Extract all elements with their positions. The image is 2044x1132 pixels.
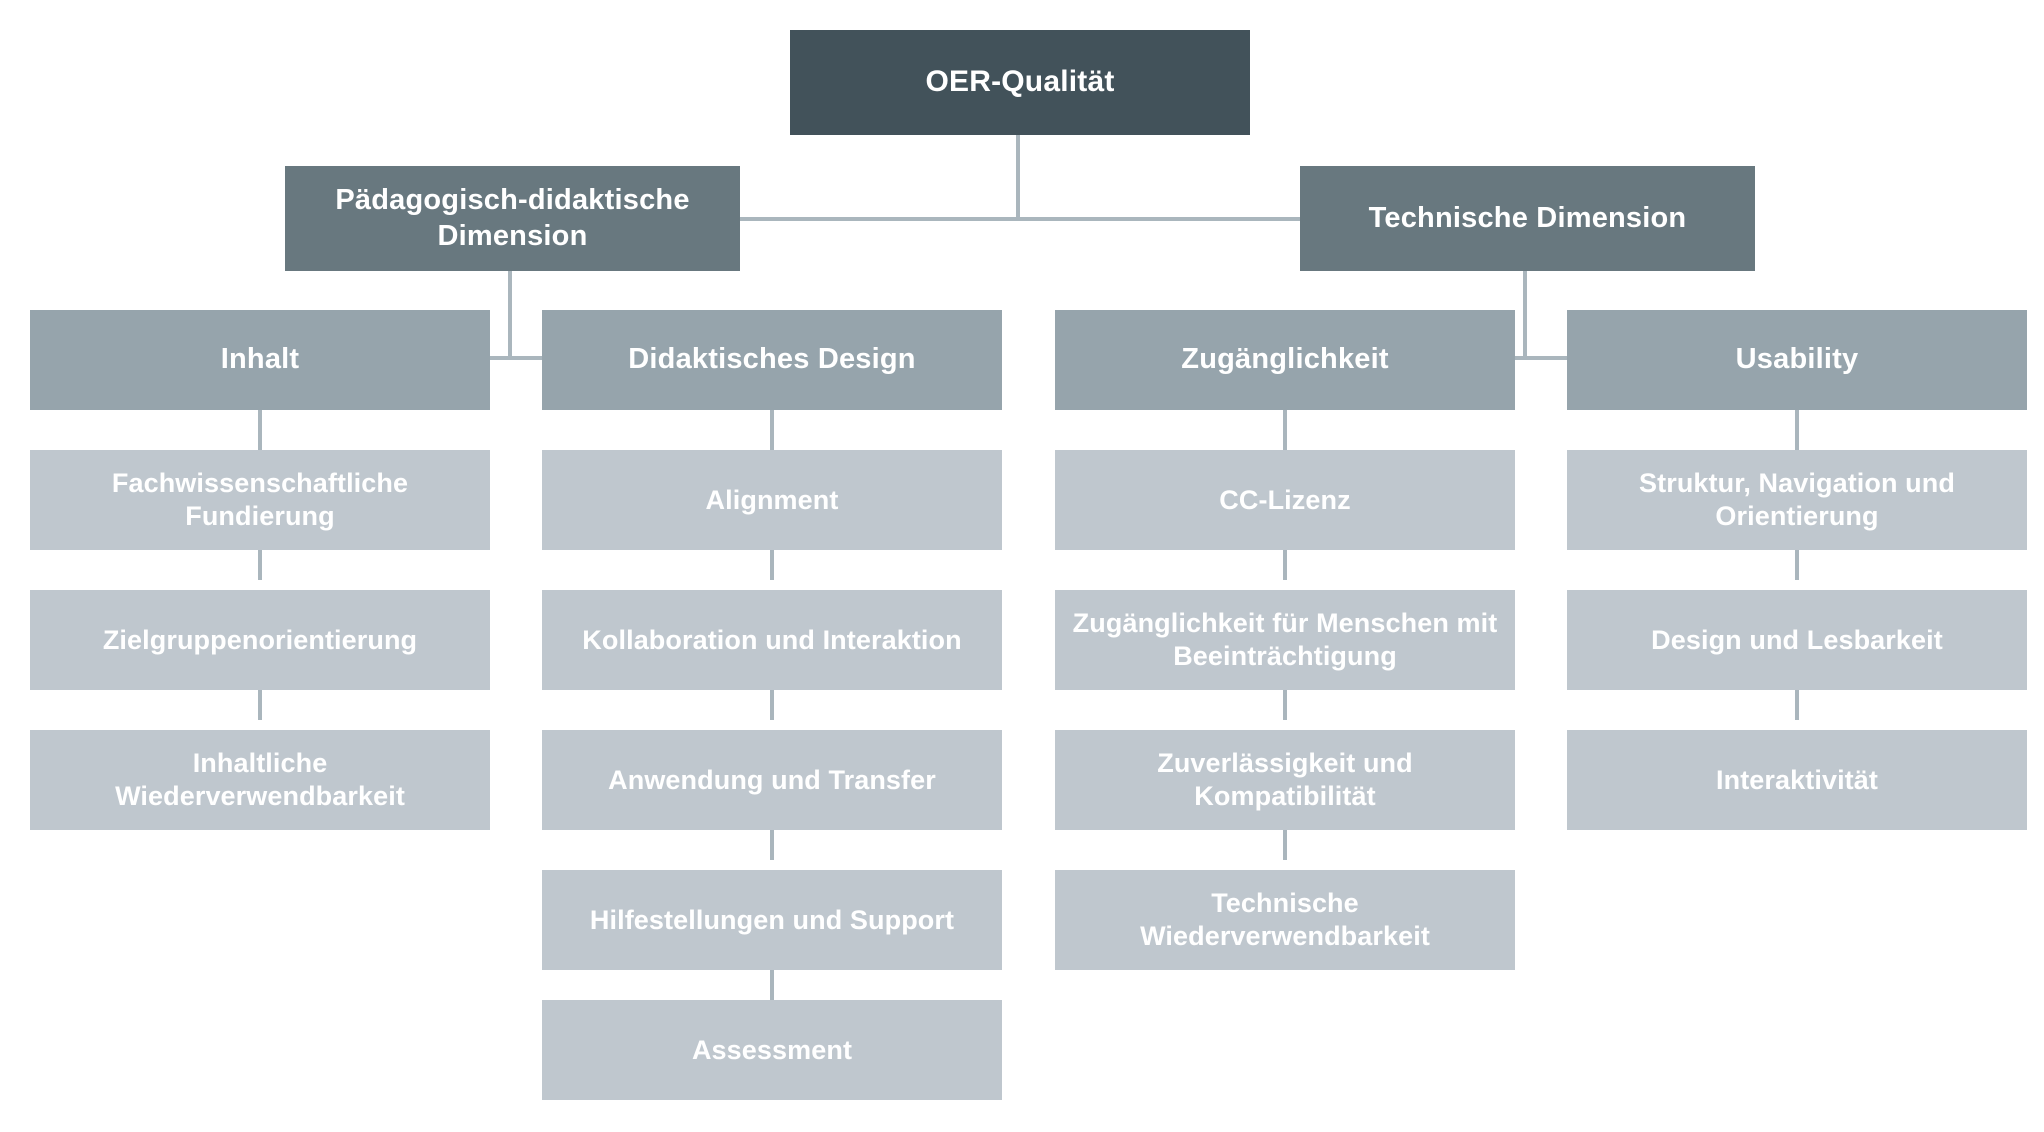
node-criterion-cc-lizenz[interactable]: CC-Lizenz xyxy=(1055,450,1515,550)
node-criterion-kollaboration-und-interaktion[interactable]: Kollaboration und Interaktion xyxy=(542,590,1002,690)
connector-col4-seg2 xyxy=(1795,550,1799,580)
connector-col1-seg3 xyxy=(258,690,262,720)
connector-dim-right-stem xyxy=(1523,270,1527,360)
node-criterion-zielgruppenorientierung[interactable]: Zielgruppenorientierung xyxy=(30,590,490,690)
node-criterion-interaktivitaet[interactable]: Interaktivität xyxy=(1567,730,2027,830)
connector-col4-seg1 xyxy=(1795,410,1799,450)
node-dimension-technisch[interactable]: Technische Dimension xyxy=(1300,166,1755,271)
connector-dim-left-stem xyxy=(508,270,512,360)
node-criterion-inhaltliche-wiederverwendbarkeit[interactable]: Inhaltliche Wiederverwendbarkeit xyxy=(30,730,490,830)
node-criterion-struktur-navigation-und-orientierung[interactable]: Struktur, Navigation und Orientierung xyxy=(1567,450,2027,550)
connector-col1-seg2 xyxy=(258,550,262,580)
connector-col1-seg1 xyxy=(258,410,262,450)
node-criterion-zugaenglichkeit-fuer-menschen-mit-beeintraechtigung[interactable]: Zugänglichkeit für Menschen mit Beeinträ… xyxy=(1055,590,1515,690)
node-criterion-assessment[interactable]: Assessment xyxy=(542,1000,1002,1100)
connector-col3-seg2 xyxy=(1283,550,1287,580)
node-criterion-anwendung-und-transfer[interactable]: Anwendung und Transfer xyxy=(542,730,1002,830)
node-criterion-zuverlaessigkeit-und-kompatibilitaet[interactable]: Zuverlässigkeit und Kompatibilität xyxy=(1055,730,1515,830)
connector-root-spine xyxy=(740,217,1300,221)
node-root-oer-qualitaet[interactable]: OER-Qualität xyxy=(790,30,1250,135)
connector-col3-seg1 xyxy=(1283,410,1287,450)
node-category-didaktisches-design[interactable]: Didaktisches Design xyxy=(542,310,1002,410)
connector-col2-seg3 xyxy=(770,690,774,720)
connector-col4-seg3 xyxy=(1795,690,1799,720)
node-criterion-technische-wiederverwendbarkeit[interactable]: Technische Wiederverwendbarkeit xyxy=(1055,870,1515,970)
node-criterion-design-und-lesbarkeit[interactable]: Design und Lesbarkeit xyxy=(1567,590,2027,690)
node-category-inhalt[interactable]: Inhalt xyxy=(30,310,490,410)
connector-col2-seg1 xyxy=(770,410,774,450)
connector-col2-seg4 xyxy=(770,830,774,860)
node-category-usability[interactable]: Usability xyxy=(1567,310,2027,410)
connector-col2-seg2 xyxy=(770,550,774,580)
node-dimension-paedagogisch-didaktisch[interactable]: Pädagogisch-didaktische Dimension xyxy=(285,166,740,271)
connector-col3-seg4 xyxy=(1283,830,1287,860)
connector-dim-left-spine xyxy=(260,356,760,360)
connector-col2-seg5 xyxy=(770,970,774,1000)
connector-dim-right-spine xyxy=(1285,356,1785,360)
connector-col3-seg3 xyxy=(1283,690,1287,720)
node-criterion-hilfestellungen-und-support[interactable]: Hilfestellungen und Support xyxy=(542,870,1002,970)
node-category-zugaenglichkeit[interactable]: Zugänglichkeit xyxy=(1055,310,1515,410)
node-criterion-alignment[interactable]: Alignment xyxy=(542,450,1002,550)
connector-root-stem xyxy=(1016,135,1020,219)
node-criterion-fachwissenschaftliche-fundierung[interactable]: Fachwissenschaftliche Fundierung xyxy=(30,450,490,550)
